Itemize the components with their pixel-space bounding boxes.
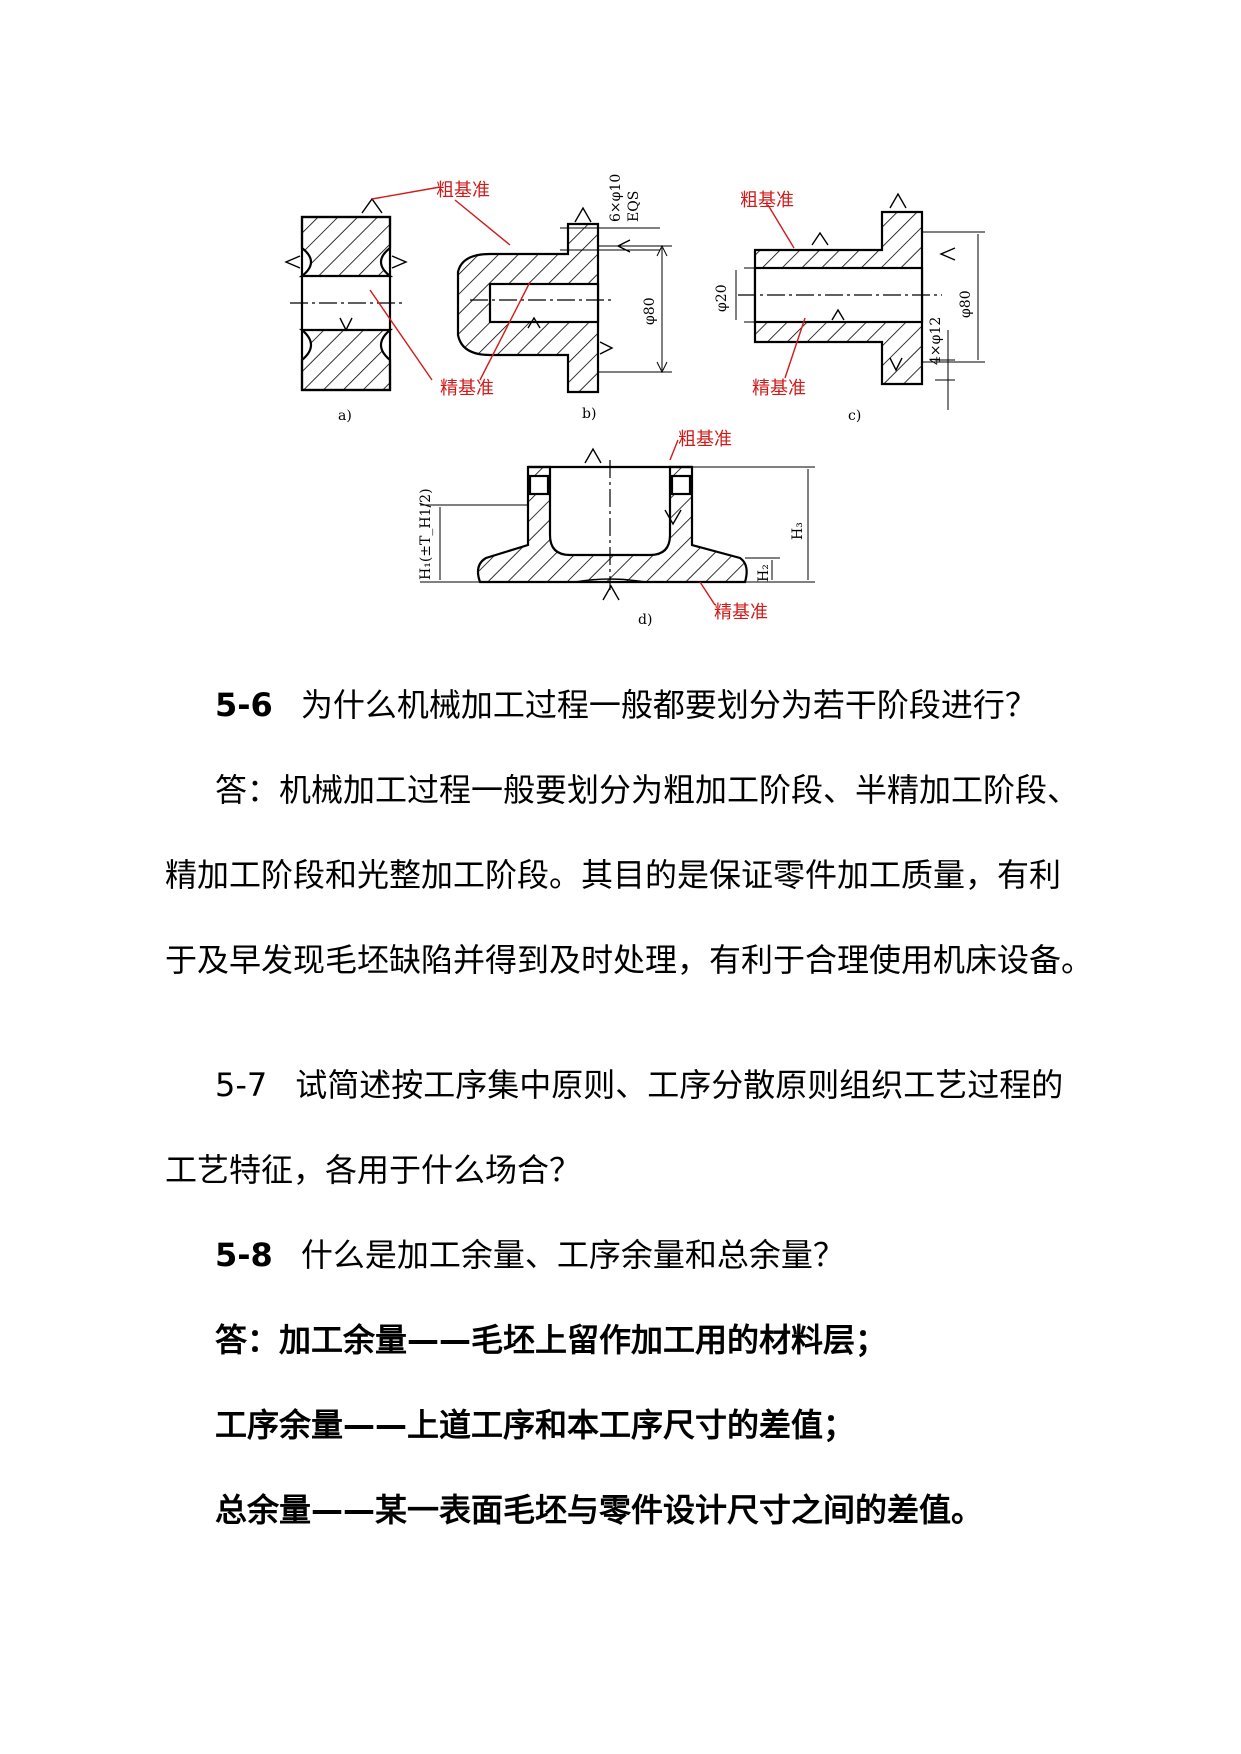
dim-b-dia: φ80	[642, 297, 658, 325]
label-fine-a: 精基准	[440, 378, 494, 399]
dim-c-bore: φ20	[714, 284, 730, 312]
dim-d-h2: H₂	[756, 564, 772, 582]
dim-c-dia: φ80	[958, 290, 974, 318]
part-d	[420, 439, 815, 606]
answer-5-6-line-1: 答：机械加工过程一般要划分为粗加工阶段、半精加工阶段、	[215, 771, 1080, 809]
question-5-8: 5-8 什么是加工余量、工序余量和总余量？	[215, 1235, 845, 1275]
question-number: 5-7	[215, 1066, 268, 1104]
dim-d-h3: H₃	[790, 522, 806, 540]
question-number: 5-8	[215, 1236, 273, 1274]
question-text: 试简述按工序集中原则、工序分散原则组织工艺过程的	[295, 1066, 1064, 1104]
question-text: 什么是加工余量、工序余量和总余量？	[300, 1236, 845, 1274]
dim-c-holes: 4×φ12	[928, 317, 944, 365]
answer-5-8-line-1: 答：加工余量——毛坯上留作加工用的材料层；	[215, 1321, 888, 1359]
caption-d: d)	[638, 612, 652, 628]
dim-d-h1: H₁(±T_H1/2)	[418, 488, 434, 580]
answer-5-6-line-2: 精加工阶段和光整加工阶段。其目的是保证零件加工质量，有利	[165, 856, 1062, 894]
caption-b: b)	[582, 406, 596, 422]
dim-b-eqs: EQS	[626, 191, 642, 222]
label-fine-c: 精基准	[752, 378, 806, 399]
part-a	[284, 186, 441, 392]
question-5-6: 5-6 为什么机械加工过程一般都要划分为若干阶段进行？	[215, 685, 1037, 725]
question-5-7-line-2: 工艺特征，各用于什么场合？	[165, 1151, 582, 1189]
question-5-7-line-1: 5-7 试简述按工序集中原则、工序分散原则组织工艺过程的	[215, 1065, 1063, 1105]
label-rough-c: 粗基准	[740, 190, 794, 211]
caption-c: c)	[848, 408, 861, 424]
dim-b-holes: 6×φ10	[608, 174, 624, 222]
label-rough-d: 粗基准	[678, 429, 732, 450]
answer-5-6-line-3: 于及早发现毛坯缺陷并得到及时处理，有利于合理使用机床设备。	[165, 941, 1094, 979]
label-fine-d: 精基准	[714, 602, 768, 623]
answer-5-8-line-2: 工序余量——上道工序和本工序尺寸的差值；	[215, 1406, 856, 1444]
part-b	[454, 199, 672, 394]
machining-datum-figure: 粗基准 精基准 a) 6×φ10 EQS φ80 b)	[284, 174, 985, 628]
label-rough-a: 粗基准	[436, 180, 490, 201]
caption-a: a)	[338, 408, 352, 424]
question-text: 为什么机械加工过程一般都要划分为若干阶段进行？	[300, 686, 1037, 724]
answer-5-8-line-3: 总余量——某一表面毛坯与零件设计尺寸之间的差值。	[215, 1491, 984, 1529]
question-number: 5-6	[215, 686, 273, 724]
part-c	[735, 192, 985, 410]
